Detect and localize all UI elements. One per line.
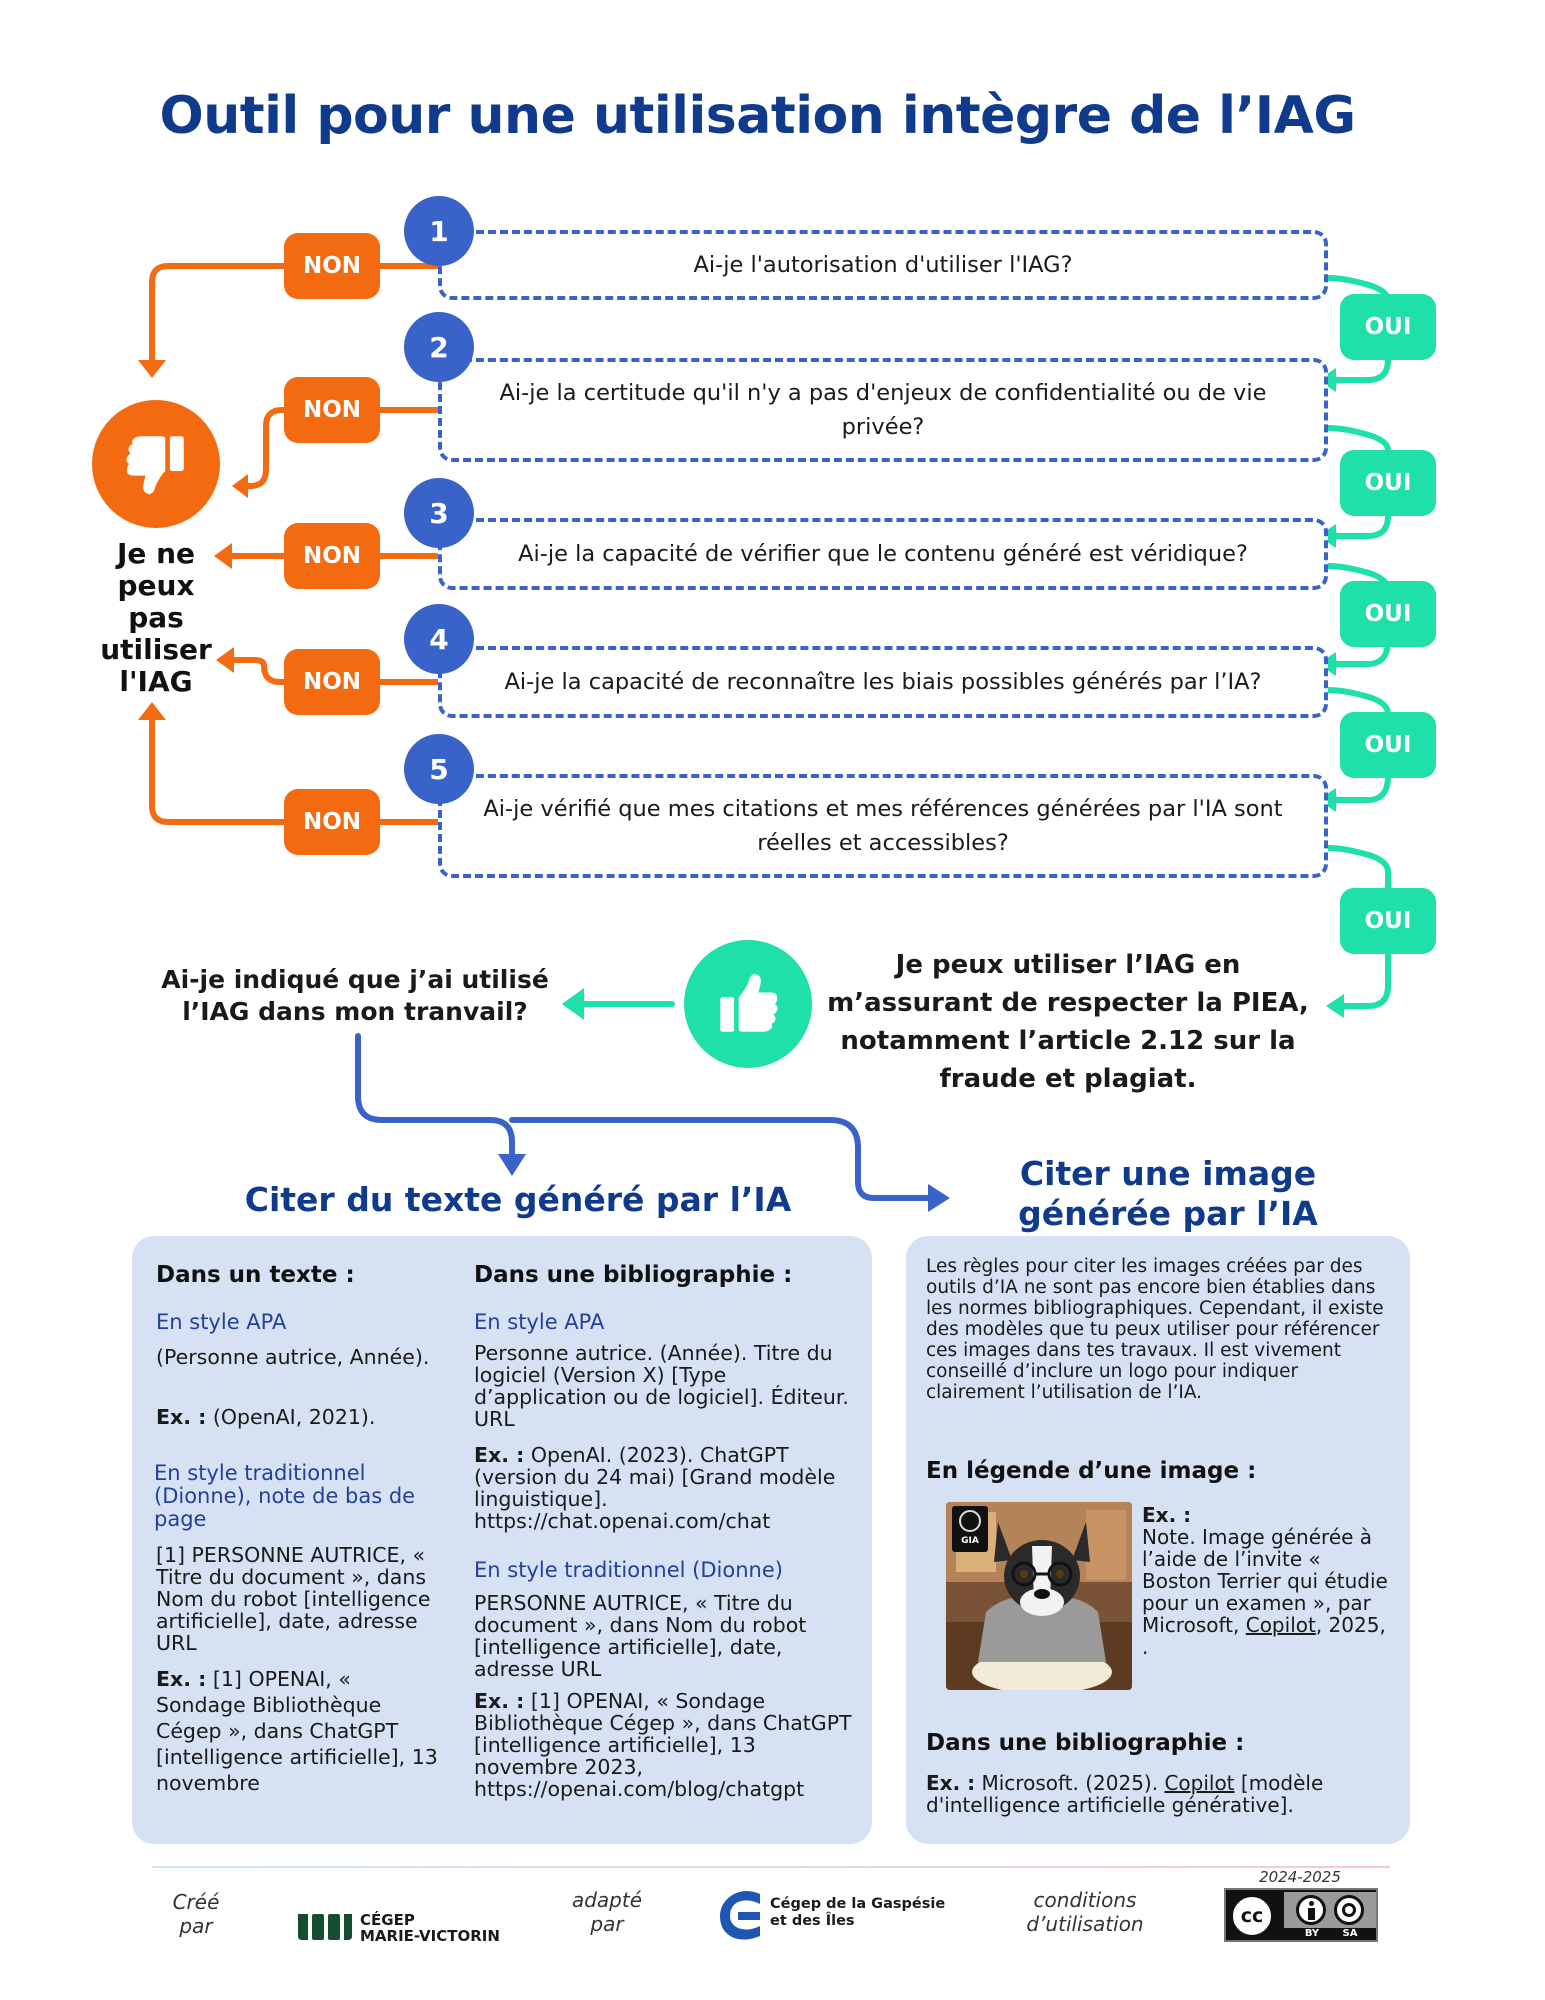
text-section-heading: Citer du texte généré par l’IA <box>244 1180 792 1219</box>
thumbs-down-icon <box>92 400 220 528</box>
created-by-label: Créé par <box>172 1890 220 1938</box>
bibliography-trad-format: PERSONNE AUTRICE, « Titre du document »,… <box>474 1591 807 1681</box>
question-box-3: Ai-je la capacité de vérifier que le con… <box>438 518 1328 590</box>
no-badge-5: NON <box>284 789 380 855</box>
bibliography-trad-example: Ex. : [1] OPENAI, « Sondage Bibliothèque… <box>474 1690 864 1800</box>
example-label: Ex. : <box>156 1405 207 1429</box>
example-value: (OpenAI, 2021). <box>212 1405 376 1429</box>
bibliography-apa-format: Personne autrice. (Année). Titre du logi… <box>474 1341 849 1431</box>
license-sa-label: SA <box>1342 1928 1358 1939</box>
example-label: Ex. : <box>474 1443 525 1467</box>
no-badge-4: NON <box>284 649 380 715</box>
step-number-2: 2 <box>404 312 474 382</box>
question-text-4: Ai-je la capacité de reconnaître les bia… <box>504 669 1262 695</box>
license-by-label: BY <box>1304 1928 1320 1939</box>
org1-line2: MARIE-VICTORIN <box>360 1927 500 1945</box>
gaspesie-name: Cégep de la Gaspésie et des Îles <box>770 1896 970 1930</box>
copilot-link[interactable]: Copilot <box>1164 1771 1235 1795</box>
example-label: Ex. : <box>156 1667 207 1691</box>
question-box-5: Ai-je vérifié que mes citations et mes r… <box>438 774 1328 878</box>
marie-victorin-name: CÉGEP MARIE-VICTORIN <box>360 1912 560 1944</box>
image-section-heading: Citer une image générée par l’IA <box>1018 1154 1318 1233</box>
example-label: Ex. : <box>1142 1503 1192 1527</box>
step-number-4: 4 <box>404 604 474 674</box>
cc-license-badge[interactable]: cc BY SA <box>1224 1888 1378 1942</box>
yes-badge-5: OUI <box>1340 888 1436 954</box>
example-value: OpenAI. (2023). ChatGPT (version du 24 m… <box>474 1443 836 1533</box>
image-bib-heading: Dans une bibliographie : <box>926 1730 1245 1756</box>
yes-badge-4: OUI <box>1340 712 1436 778</box>
bibliography-trad-label: En style traditionnel (Dionne) <box>474 1558 783 1582</box>
bib-text-start: Microsoft. (2025). <box>981 1771 1159 1795</box>
no-badge-3: NON <box>284 523 380 589</box>
license-year: 2024-2025 <box>1259 1868 1341 1886</box>
bibliography-apa-example: Ex. : OpenAI. (2023). ChatGPT (version d… <box>474 1444 854 1532</box>
text-citation-panel <box>132 1236 872 1844</box>
bib-text-end: [modèle d'intelligence artificielle géné… <box>926 1771 1324 1817</box>
gaspesie-icon <box>720 1891 760 1940</box>
flow-connectors <box>138 263 1391 1212</box>
footer-divider <box>152 1866 1390 1868</box>
step-number-5: 5 <box>404 734 474 804</box>
image-bib-example: Ex. : Microsoft. (2025). Copilot [modèle… <box>926 1772 1396 1816</box>
question-text-5: Ai-je vérifié que mes citations et mes r… <box>483 796 1283 856</box>
question-text-2: Ai-je la certitude qu'il n'y a pas d'enj… <box>499 380 1267 440</box>
org2-line1: Cégep de la Gaspésie <box>770 1896 946 1912</box>
example-label: Ex. : <box>474 1689 525 1713</box>
org1-line1: CÉGEP <box>360 1911 415 1929</box>
conditions-link[interactable]: conditions d’utilisation <box>1026 1888 1144 1936</box>
thumbs-up-icon <box>684 940 812 1068</box>
example-label: Ex. : <box>926 1771 976 1795</box>
page-title: Outil pour une utilisation intègre de l’… <box>159 86 1356 146</box>
bibliography-apa-label: En style APA <box>474 1310 605 1334</box>
caption-example: Ex. : Note. Image générée à l’aide de l’… <box>1142 1504 1392 1658</box>
in-text-trad-label: En style traditionnel (Dionne), note de … <box>154 1461 416 1531</box>
in-text-heading: Dans un texte : <box>156 1262 355 1288</box>
in-text-apa-example: Ex. : (OpenAI, 2021). <box>156 1406 446 1428</box>
in-text-apa-format: (Personne autrice, Année). <box>156 1345 430 1369</box>
yes-badge-1: OUI <box>1340 294 1436 360</box>
org2-line2: et des Îles <box>770 1913 855 1929</box>
adapted-by-label: adapté par <box>571 1888 643 1936</box>
no-badge-1: NON <box>284 233 380 299</box>
in-text-trad-format: [1] PERSONNE AUTRICE, « Titre du documen… <box>156 1543 431 1655</box>
caption-text: Note. Image générée à l’aide de l’invite… <box>1142 1525 1388 1637</box>
in-text-trad-example: Ex. : [1] OPENAI, « Sondage Bibliothèque… <box>156 1666 446 1796</box>
ai-generated-dog-image: GIA <box>946 1502 1132 1690</box>
question-text-1: Ai-je l'autorisation d'utiliser l'IAG? <box>693 252 1073 278</box>
question-box-2: Ai-je la certitude qu'il n'y a pas d'enj… <box>438 358 1328 462</box>
example-value: [1] OPENAI, « Sondage Bibliothèque Cégep… <box>474 1689 852 1801</box>
in-text-apa-label: En style APA <box>156 1310 287 1334</box>
cc-icon: cc <box>1230 1894 1274 1938</box>
approve-text: Je peux utiliser l’IAG en m’assurant de … <box>827 950 1309 1094</box>
ai-badge: GIA <box>952 1506 988 1552</box>
step-number-1: 1 <box>404 196 474 266</box>
ai-badge-label: GIA <box>961 1536 979 1546</box>
attribution-icon <box>1296 1895 1326 1925</box>
example-value: [1] OPENAI, « Sondage Bibliothèque Cégep… <box>156 1667 438 1795</box>
caption-end: , 2025, . <box>1142 1613 1386 1659</box>
marie-victorin-icon <box>298 1914 352 1940</box>
no-badge-2: NON <box>284 377 380 443</box>
question-text-3: Ai-je la capacité de vérifier que le con… <box>518 541 1248 567</box>
bibliography-heading: Dans une bibliographie : <box>474 1262 793 1288</box>
question-box-4: Ai-je la capacité de reconnaître les bia… <box>438 646 1328 718</box>
copilot-link[interactable]: Copilot <box>1245 1613 1316 1637</box>
ai-badge-icon <box>959 1510 981 1532</box>
question-box-1: Ai-je l'autorisation d'utiliser l'IAG? <box>438 230 1328 300</box>
indicate-question: Ai-je indiqué que j’ai utilisé l’IAG dan… <box>161 965 549 1026</box>
image-intro: Les règles pour citer les images créées … <box>926 1256 1384 1403</box>
deny-text: Je ne peux pas utiliser l'IAG <box>100 537 212 698</box>
yes-badge-3: OUI <box>1340 581 1436 647</box>
caption-heading: En légende d’une image : <box>926 1458 1257 1484</box>
share-alike-icon <box>1334 1895 1364 1925</box>
step-number-3: 3 <box>404 478 474 548</box>
yes-badge-2: OUI <box>1340 450 1436 516</box>
